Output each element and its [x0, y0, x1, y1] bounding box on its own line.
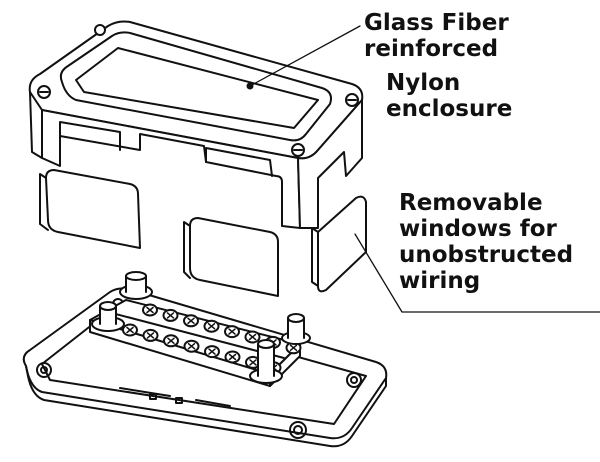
terminal-screw-icon	[162, 308, 179, 322]
windows-callout: Removable windows for unobstructed wirin…	[399, 190, 573, 294]
bus-bar-divider	[107, 311, 285, 359]
leader-dot	[246, 82, 254, 90]
stud-icon	[91, 301, 125, 332]
terminal-screw-icon	[183, 339, 200, 353]
terminal-screw-icon	[142, 303, 158, 317]
lid-screw-icon	[291, 143, 305, 157]
terminal-screw-icon	[203, 319, 220, 333]
window-panel-right	[317, 195, 367, 293]
mounting-hole-icon	[346, 372, 362, 388]
callout-line: wiring	[399, 268, 481, 294]
callout-line: unobstructed	[399, 242, 574, 268]
window-panel-middle	[189, 217, 279, 297]
stud-icon	[281, 313, 311, 345]
enclosure-lid	[28, 20, 364, 229]
lid-screw-icon	[37, 85, 51, 99]
lid-screw-icon	[345, 93, 359, 107]
terminal-screw-icon	[224, 325, 240, 339]
stud-icon	[249, 339, 283, 384]
window-panel-middle-edge	[183, 221, 191, 279]
base-plate-bottom-edge	[25, 365, 387, 448]
window-panel-right-edge	[311, 227, 319, 287]
stud-icon	[119, 271, 153, 300]
mounting-hole-icon	[289, 421, 307, 439]
terminal-screw-icon	[163, 334, 179, 348]
terminal-screw-icon	[224, 350, 241, 364]
callout-line: Glass Fiber	[364, 10, 509, 36]
callout-line: reinforced	[364, 36, 499, 62]
mounting-hole-icon	[293, 425, 303, 435]
enclosure-callout: Glass Fiber reinforced Nylon enclosure	[364, 10, 512, 122]
window-panel-left	[45, 169, 141, 249]
mounting-hole-icon	[36, 362, 52, 378]
terminal-screw-icon	[183, 314, 199, 328]
leader-line-windows	[354, 233, 600, 313]
base-tab	[175, 397, 183, 404]
lid-long-side	[41, 109, 301, 229]
lid-cutout-left	[59, 121, 121, 151]
lid-short-side	[297, 99, 363, 229]
leader-line-enclosure	[249, 25, 361, 87]
base-slot	[119, 387, 171, 397]
callout-line: Removable	[399, 190, 543, 216]
terminal-screw-icon	[204, 345, 220, 359]
bus-bar-assembly	[89, 271, 311, 387]
base-tab	[149, 393, 157, 400]
lid-raised-panel-inner	[75, 47, 319, 129]
window-panel-left-edge	[39, 173, 49, 231]
callout-line: enclosure	[386, 96, 513, 122]
callout-line: windows for	[399, 216, 557, 242]
callout-line: Nylon	[386, 70, 461, 96]
terminal-screw-icon	[244, 330, 261, 344]
lid-cutout-right	[205, 147, 273, 177]
terminal-screw-icon	[122, 323, 138, 337]
terminal-screw-icon	[142, 328, 159, 342]
removable-windows	[39, 169, 367, 297]
mounting-hole-icon	[40, 366, 48, 374]
terminal-screw-icon	[245, 355, 261, 369]
mounting-hole-icon	[350, 376, 358, 384]
lid-screw-icon	[94, 24, 106, 36]
base-slot	[195, 399, 231, 407]
lid-raised-panel	[59, 31, 332, 142]
